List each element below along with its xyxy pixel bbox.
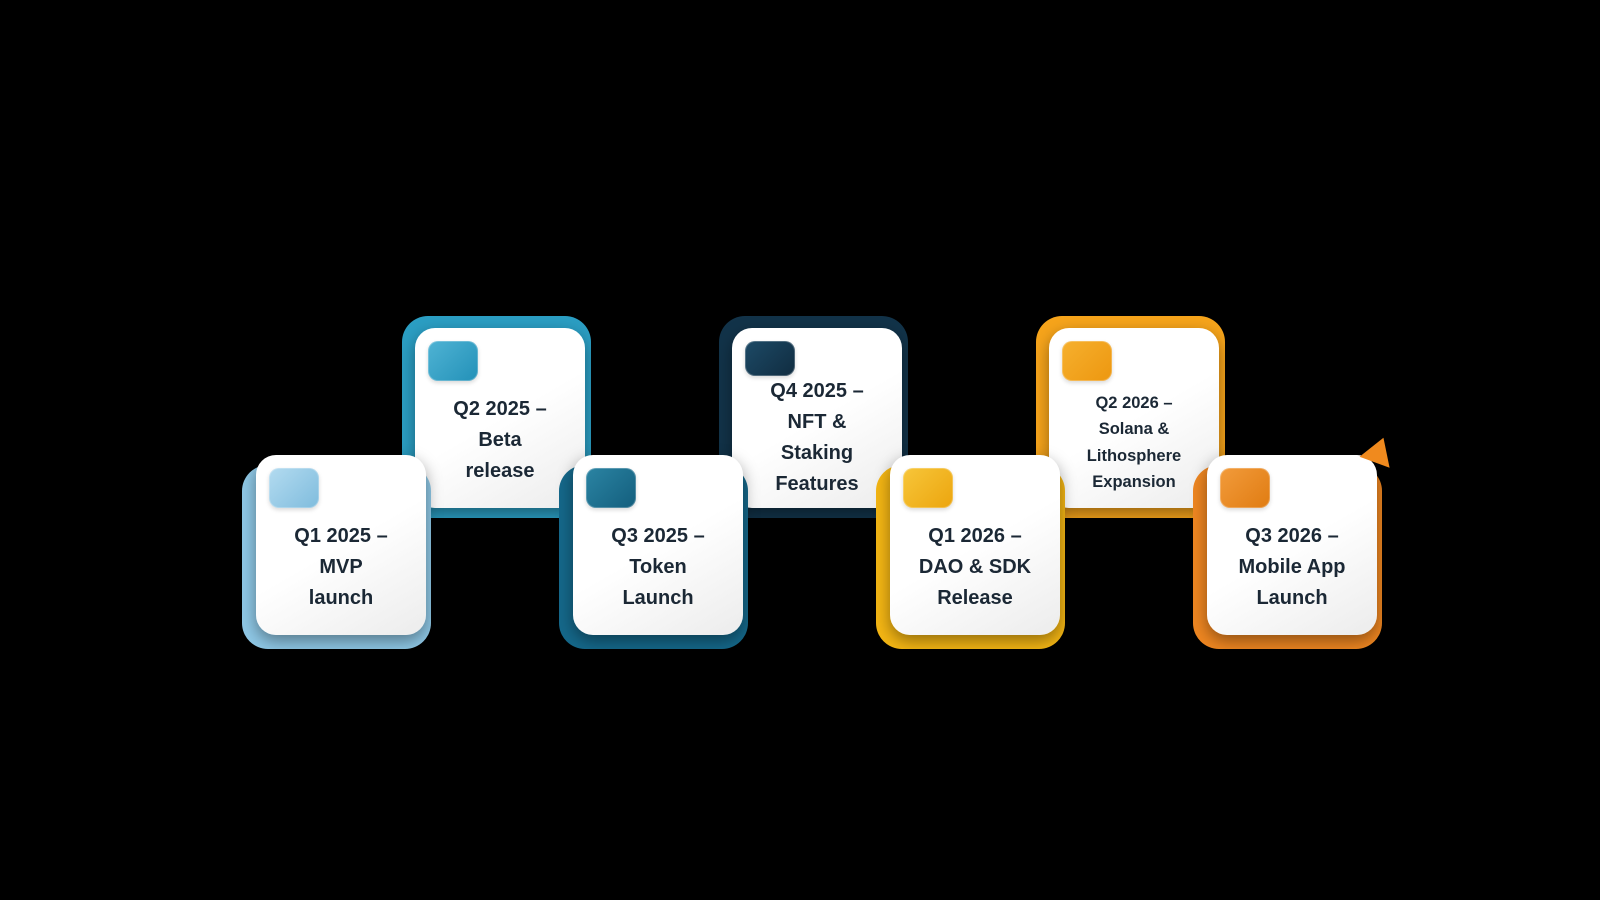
milestone-line: Q2 2025 – bbox=[453, 398, 547, 420]
milestone-text: Q1 2026 – DAO & SDK Release bbox=[890, 508, 1060, 635]
milestone-text: Q2 2025 – Beta release bbox=[415, 381, 585, 508]
milestone-line: Token bbox=[629, 556, 687, 578]
milestone-card-q1-2026: Q1 2026 – DAO & SDK Release bbox=[876, 455, 1065, 649]
milestone-icon bbox=[586, 468, 636, 508]
milestone-line: DAO & SDK bbox=[918, 556, 1032, 578]
milestone-line: Features bbox=[775, 473, 859, 495]
milestone-line: Launch bbox=[1256, 587, 1328, 609]
milestone-line: MVP bbox=[319, 556, 363, 578]
milestone-icon bbox=[1062, 341, 1112, 381]
milestone-line: Beta bbox=[478, 429, 522, 451]
milestone-line: Q2 2026 – bbox=[1095, 393, 1173, 412]
milestone-line: Release bbox=[937, 587, 1013, 609]
milestone-line: NFT & bbox=[787, 411, 847, 433]
milestone-line: Q1 2025 – bbox=[294, 525, 388, 547]
milestone-line: Q4 2025 – bbox=[770, 380, 864, 402]
milestone-line: Lithosphere bbox=[1086, 446, 1182, 465]
milestone-line: Staking bbox=[780, 442, 854, 464]
milestone-line: Q3 2025 – bbox=[611, 525, 705, 547]
milestone-card-q2-2025: Q2 2025 – Beta release bbox=[402, 316, 591, 518]
milestone-text: Q1 2025 – MVP launch bbox=[256, 508, 426, 635]
milestone-card-q1-2025: Q1 2025 – MVP launch bbox=[242, 455, 431, 649]
milestone-line: Launch bbox=[622, 587, 694, 609]
milestone-icon bbox=[745, 341, 795, 376]
milestone-line: launch bbox=[308, 587, 374, 609]
milestone-icon bbox=[1220, 468, 1270, 508]
milestone-line: Solana & bbox=[1098, 420, 1170, 439]
card-face: Q1 2025 – MVP launch bbox=[256, 455, 426, 635]
milestone-line: release bbox=[465, 460, 535, 482]
card-face: Q1 2026 – DAO & SDK Release bbox=[890, 455, 1060, 635]
milestone-icon bbox=[269, 468, 319, 508]
milestone-icon bbox=[428, 341, 478, 381]
milestone-line: Q1 2026 – bbox=[928, 525, 1022, 547]
card-face: Q2 2025 – Beta release bbox=[415, 328, 585, 508]
milestone-line: Expansion bbox=[1092, 472, 1176, 491]
milestone-line: Mobile App bbox=[1238, 556, 1346, 578]
milestone-line: Q3 2026 – bbox=[1245, 525, 1339, 547]
milestone-icon bbox=[903, 468, 953, 508]
